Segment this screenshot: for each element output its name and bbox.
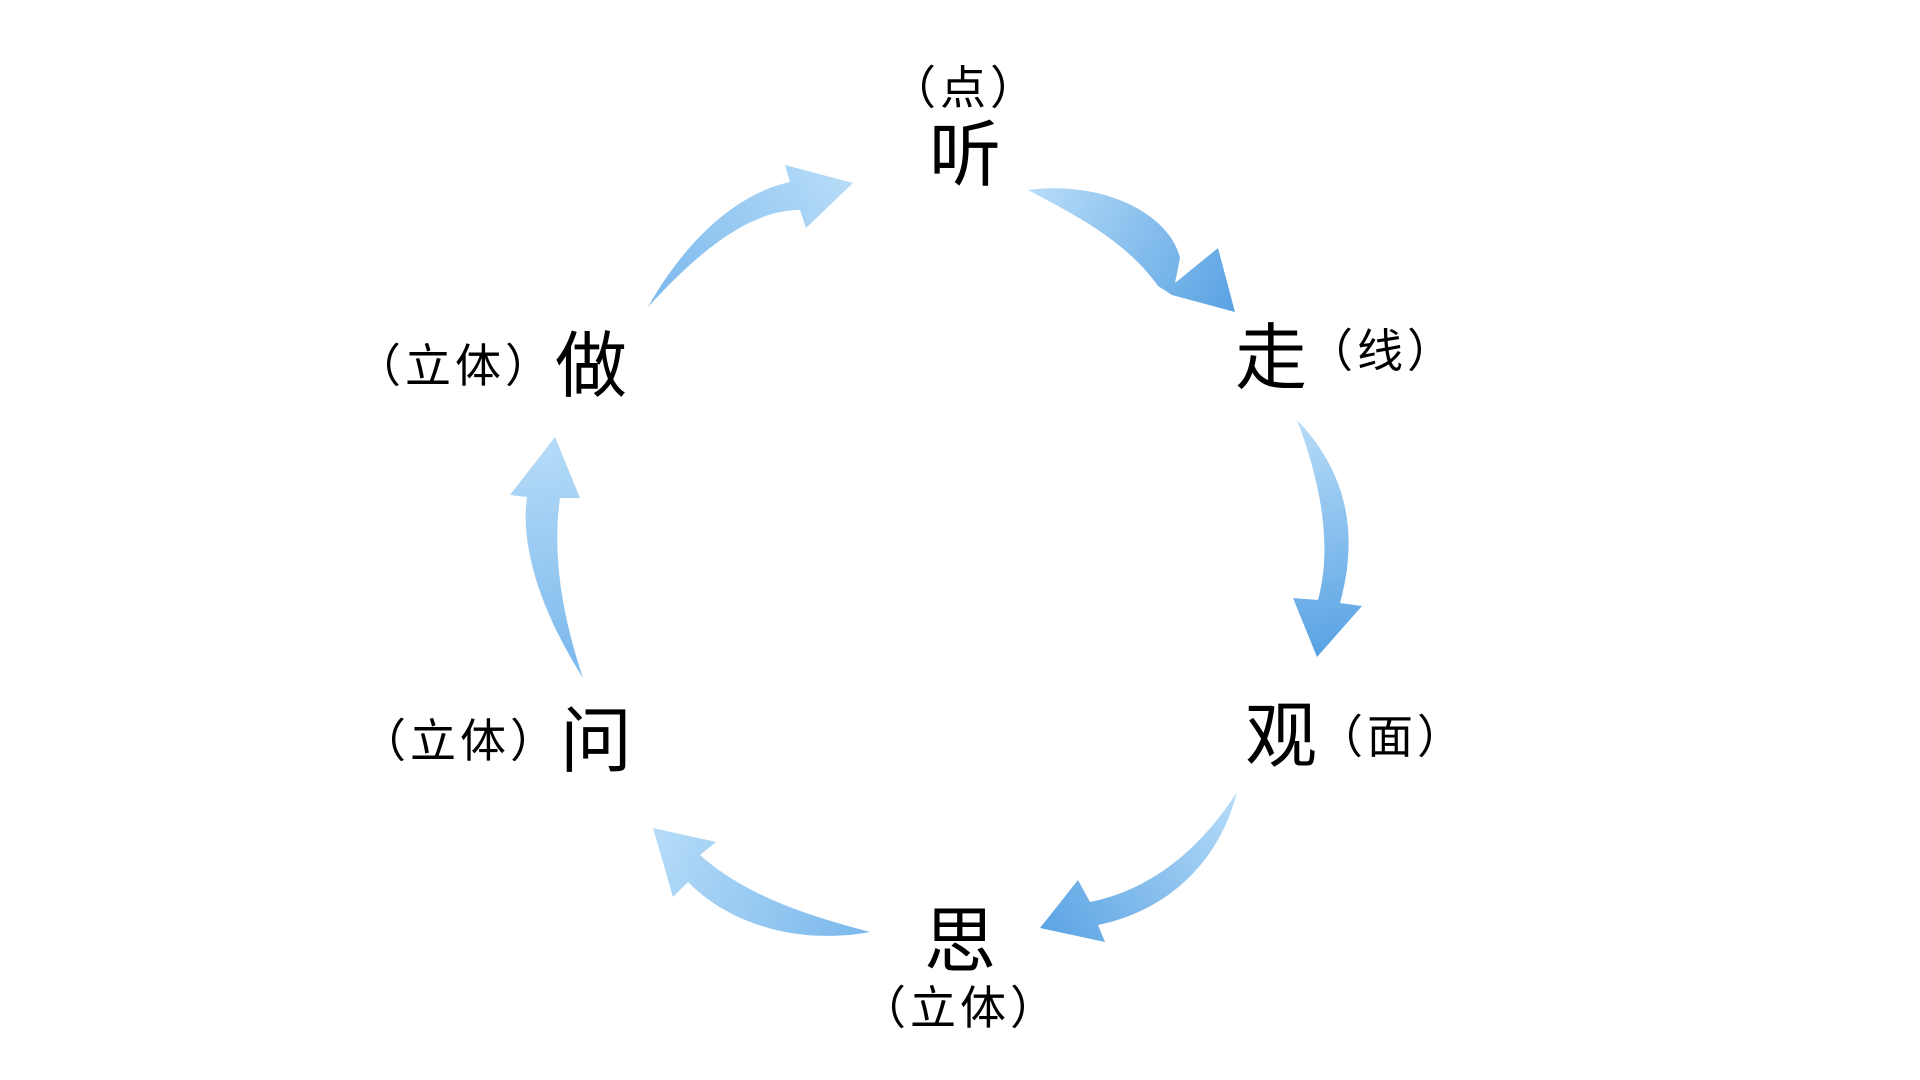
node-observe: 观 （面） [1245, 700, 1467, 772]
arrow-listen-to-walk [1028, 188, 1235, 312]
node-walk: 走 （线） [1235, 322, 1457, 394]
node-do-sub: （立体） [355, 339, 555, 393]
arrow-ask-to-do [510, 437, 583, 678]
node-ask-main: 问 [560, 699, 633, 783]
node-ask-sub: （立体） [360, 714, 560, 768]
node-listen-sub: （点） [890, 61, 1040, 115]
node-walk-main: 走 [1235, 316, 1308, 400]
node-listen-main: 听 [928, 113, 1001, 197]
node-think-main: 思 [923, 899, 996, 983]
arrow-think-to-ask [653, 828, 870, 936]
node-do-main: 做 [555, 324, 628, 408]
node-listen: （点） 听 [890, 65, 1036, 197]
node-observe-main: 观 [1245, 694, 1318, 778]
arrow-observe-to-think [1040, 792, 1237, 942]
node-ask: （立体） 问 [360, 705, 632, 777]
node-observe-sub: （面） [1317, 710, 1468, 764]
arrow-walk-to-observe [1293, 420, 1362, 657]
node-think: 思 （立体） [860, 899, 1056, 1031]
node-walk-sub: （线） [1307, 324, 1458, 378]
node-do: （立体） 做 [355, 330, 627, 402]
node-think-sub: （立体） [860, 981, 1060, 1035]
arrow-do-to-listen [648, 165, 853, 307]
